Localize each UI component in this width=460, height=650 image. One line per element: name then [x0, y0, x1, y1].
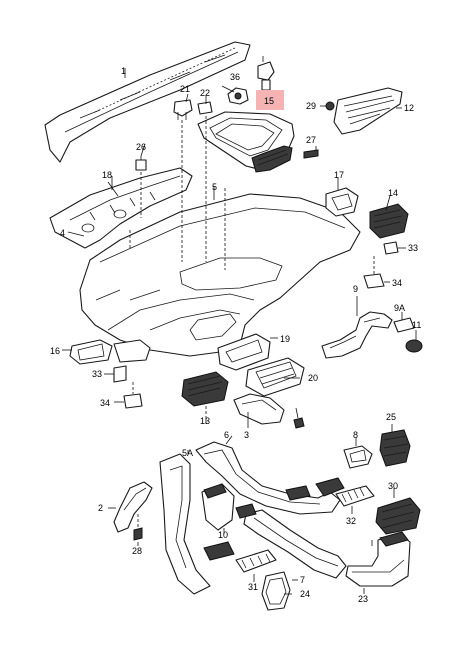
callout-34-left: 34	[100, 398, 110, 408]
callout-18: 18	[102, 170, 112, 180]
callout-4: 4	[60, 228, 65, 238]
part-21-clip	[173, 99, 193, 120]
part-5-dashboard	[79, 193, 361, 357]
callout-22: 22	[200, 88, 210, 98]
part-33-clip-left	[104, 365, 127, 383]
callout-29: 29	[306, 101, 316, 111]
part-screw-3	[293, 407, 305, 429]
part-10-nozzle	[203, 541, 235, 561]
callout-30: 30	[388, 481, 398, 491]
part-25-grille	[379, 429, 411, 467]
part-34-bracket-left	[114, 382, 143, 409]
callout-19: 19	[280, 334, 290, 344]
part-15-top-sensor	[257, 61, 275, 91]
part-15-instrument-cowl	[197, 111, 295, 173]
callout-11: 11	[412, 320, 421, 330]
callout-17: 17	[334, 170, 344, 180]
callout-9: 9	[353, 284, 358, 294]
part-14-vent	[369, 203, 409, 239]
part-8-cap	[343, 445, 373, 469]
part-6-footwell-duct	[195, 441, 345, 515]
part-2-bracket	[113, 481, 153, 533]
part-29-clip	[320, 101, 335, 111]
callout-3: 3	[244, 430, 249, 440]
part-12-cover	[333, 87, 403, 135]
part-16-bezel	[62, 339, 113, 365]
part-24-cap	[261, 571, 291, 611]
callout-36: 36	[230, 72, 240, 82]
callout-28: 28	[132, 546, 142, 556]
part-1-cowl-panel	[44, 41, 251, 163]
callout-2: 2	[98, 503, 103, 513]
part-18-bracket	[49, 167, 193, 249]
part-20-center-vent	[245, 357, 305, 397]
callout-27: 27	[306, 135, 316, 145]
part-34-bracket-right	[363, 256, 390, 289]
part-28-screw	[133, 514, 143, 541]
leader-lines	[67, 85, 395, 595]
callout-9a: 9A	[394, 303, 405, 313]
part-13-lower-vent	[181, 371, 229, 416]
callout-7: 7	[300, 575, 305, 585]
callout-20: 20	[308, 373, 318, 383]
part-33-clip-right	[383, 241, 406, 255]
callout-31: 31	[248, 582, 258, 592]
callout-1: 1	[121, 66, 126, 76]
part-5a-floor-duct	[159, 453, 211, 595]
callout-24: 24	[300, 589, 310, 599]
part-26-nut	[135, 156, 147, 171]
part-32-grille-strip	[335, 485, 375, 507]
callout-16: 16	[50, 346, 60, 356]
callout-6: 6	[224, 430, 229, 440]
part-3-duct	[233, 393, 285, 425]
callout-23: 23	[358, 594, 368, 604]
callout-5a: 5A	[182, 448, 193, 458]
callout-21: 21	[180, 84, 190, 94]
callout-10: 10	[218, 530, 228, 540]
callout-12: 12	[404, 103, 414, 113]
callout-33-left: 33	[92, 369, 102, 379]
part-27-screw	[303, 146, 319, 159]
part-22-clip	[197, 101, 213, 115]
part-31-grille	[235, 549, 277, 573]
callout-8: 8	[353, 430, 358, 440]
part-30-rear-vent	[375, 497, 421, 535]
callout-5: 5	[212, 182, 217, 192]
part-23-rear-duct	[345, 531, 411, 587]
callout-15: 15	[264, 96, 274, 106]
callout-26: 26	[136, 142, 146, 152]
part-36-sensor	[227, 87, 249, 105]
part-7-center-duct	[235, 503, 347, 579]
callout-15-highlight	[256, 90, 284, 110]
callout-labels: 1 2 3 4 5 5A 6 7 8 9 9A 10 11 12 13 14 1…	[50, 66, 421, 604]
callout-32: 32	[346, 516, 356, 526]
callout-25: 25	[386, 412, 396, 422]
part-10-elbow	[201, 483, 235, 531]
part-9-hose	[321, 311, 393, 359]
part-19-center-bezel	[217, 333, 278, 371]
part-9a-nozzle	[393, 312, 415, 333]
callout-14: 14	[388, 188, 398, 198]
callout-33-right: 33	[408, 243, 418, 253]
part-16b-vent	[113, 339, 151, 363]
callout-13: 13	[200, 416, 210, 426]
callout-34-right: 34	[392, 278, 402, 288]
part-17-bezel	[325, 187, 359, 217]
part-11-cap	[405, 330, 423, 353]
